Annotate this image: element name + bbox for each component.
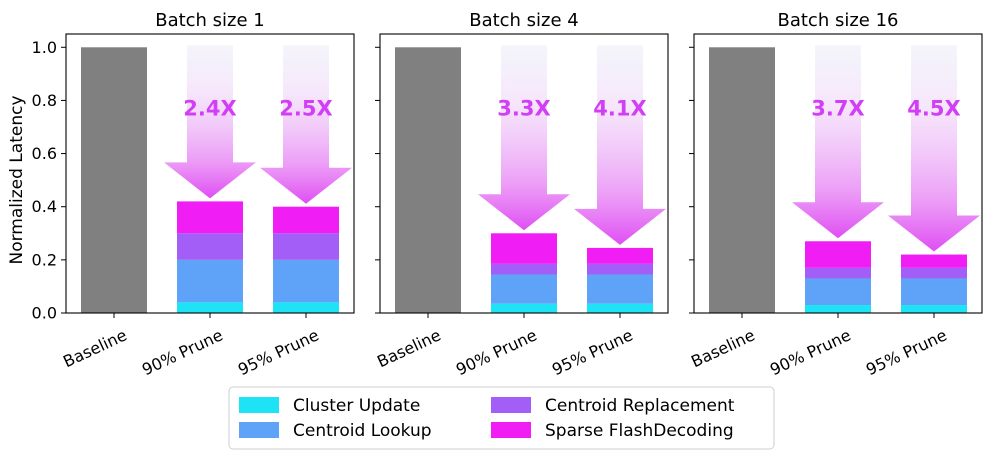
bar-segment-sparse-flashdecoding <box>901 254 967 268</box>
speedup-label: 2.5X <box>279 97 332 121</box>
x-tick-label: Baseline <box>60 325 130 371</box>
speedup-label: 2.4X <box>183 97 236 121</box>
bar-segment-centroid-replacement <box>273 233 339 260</box>
baseline-bar <box>81 47 147 314</box>
legend-label: Sparse FlashDecoding <box>545 421 734 441</box>
bar-segment-centroid-replacement <box>805 267 871 279</box>
y-axis-label: Normalized Latency <box>7 95 27 264</box>
legend-item: Centroid Replacement <box>491 396 735 416</box>
speedup-label: 3.3X <box>497 97 550 121</box>
x-tick-label: 95% Prune <box>863 325 950 379</box>
panel-title: Batch size 16 <box>778 10 899 31</box>
y-tick-label: 0.4 <box>32 197 57 216</box>
panel-1: Batch size 1 2.4X 2.5X 0.0 0.2 0.4 0.6 0.8 1.0Ba… <box>32 10 355 379</box>
bar-segment-cluster-update <box>587 303 653 313</box>
bar-segment-centroid-lookup <box>587 274 653 304</box>
legend-label: Centroid Replacement <box>545 396 735 416</box>
bar-segment-centroid-lookup <box>805 278 871 306</box>
legend-box <box>228 386 775 450</box>
legend-swatch <box>239 422 279 438</box>
bar-segment-cluster-update <box>273 302 339 313</box>
bar-segment-cluster-update <box>805 305 871 313</box>
y-tick-label: 0.8 <box>32 91 57 110</box>
bar-segment-cluster-update <box>177 302 243 313</box>
legend-label: Centroid Lookup <box>293 421 432 441</box>
y-tick-label: 0.2 <box>32 250 57 269</box>
panel-title: Batch size 1 <box>155 10 265 31</box>
x-tick-label: Baseline <box>688 325 758 371</box>
x-tick-label: 95% Prune <box>235 325 322 379</box>
x-tick-label: 90% Prune <box>767 325 854 379</box>
speedup-arrow <box>888 45 980 252</box>
bar-segment-sparse-flashdecoding <box>273 206 339 234</box>
legend-label: Cluster Update <box>293 396 420 416</box>
legend-item: Centroid Lookup <box>239 421 432 441</box>
y-tick-label: 1.0 <box>32 38 57 57</box>
bar-segment-centroid-replacement <box>901 267 967 279</box>
bar-segment-centroid-replacement <box>587 263 653 275</box>
x-tick-label: 95% Prune <box>549 325 636 379</box>
speedup-label: 4.1X <box>593 97 646 121</box>
bar-segment-centroid-lookup <box>273 259 339 303</box>
speedup-arrow <box>260 45 352 204</box>
legend-item: Sparse FlashDecoding <box>491 421 734 441</box>
speedup-arrow <box>792 45 884 239</box>
panel-title: Batch size 4 <box>469 10 579 31</box>
baseline-bar <box>709 47 775 314</box>
baseline-bar <box>395 47 461 314</box>
legend-swatch <box>491 422 531 438</box>
bar-segment-cluster-update <box>491 303 557 313</box>
speedup-arrow <box>478 45 570 231</box>
x-tick-label: 90% Prune <box>139 325 226 379</box>
bar-segment-centroid-lookup <box>177 259 243 303</box>
speedup-arrow <box>164 45 256 199</box>
speedup-label: 4.5X <box>907 97 960 121</box>
bar-segment-centroid-replacement <box>491 263 557 275</box>
x-tick-label: Baseline <box>374 325 444 371</box>
bar-segment-centroid-lookup <box>491 274 557 304</box>
y-tick-label: 0.6 <box>32 144 57 163</box>
bar-segment-sparse-flashdecoding <box>587 247 653 264</box>
speedup-label: 3.7X <box>811 97 864 121</box>
bar-segment-sparse-flashdecoding <box>805 241 871 268</box>
legend-item: Cluster Update <box>239 396 420 416</box>
bar-segment-sparse-flashdecoding <box>177 201 243 234</box>
bar-segment-centroid-replacement <box>177 233 243 260</box>
bar-segment-sparse-flashdecoding <box>491 233 557 264</box>
legend-swatch <box>239 397 279 413</box>
bar-segment-centroid-lookup <box>901 278 967 306</box>
legend-swatch <box>491 397 531 413</box>
x-tick-label: 90% Prune <box>453 325 540 379</box>
bar-segment-cluster-update <box>901 305 967 313</box>
speedup-arrow <box>574 45 666 245</box>
y-tick-label: 0.0 <box>32 304 57 323</box>
